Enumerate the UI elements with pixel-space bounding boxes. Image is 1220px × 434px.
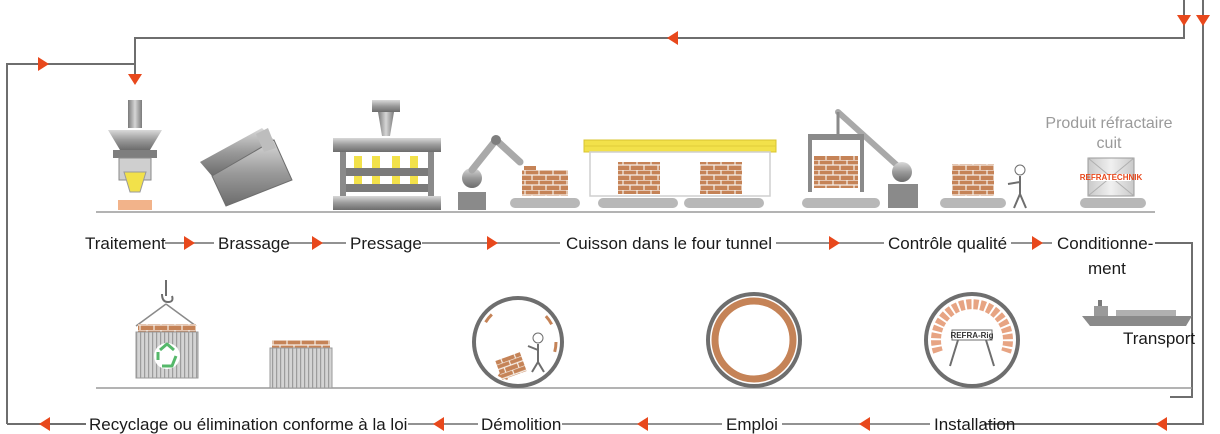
right-vertical-line [984, 0, 1204, 425]
inspector-icon [940, 164, 1027, 209]
gantry-crane-icon [802, 109, 918, 208]
label-demolition: Démolition [481, 415, 561, 434]
feedback-line-top [134, 0, 1185, 78]
label-controle-qualite: Contrôle qualité [888, 234, 1007, 253]
label-brassage: Brassage [218, 234, 290, 253]
label-recyclage: Recyclage ou élimination conforme à la l… [89, 415, 407, 434]
emploi-ring-icon [706, 292, 802, 388]
hopper-icon [108, 100, 162, 210]
ship-icon [1082, 300, 1192, 326]
flow-arrows [38, 15, 1210, 431]
label-transport: Transport [1123, 329, 1195, 348]
recycling-crate [135, 324, 199, 379]
press-icon [333, 100, 441, 210]
packaged-box-icon: Produit réfractaire cuit REFRATECHNIK [1045, 115, 1173, 208]
box-brand-label: REFRATECHNIK [1080, 173, 1143, 182]
tunnel-kiln-icon [583, 139, 777, 208]
product-caption-line2: cuit [1097, 135, 1122, 152]
label-traitement: Traitement [85, 234, 166, 253]
demolition-ring-icon [472, 296, 564, 388]
left-vertical-line [6, 63, 135, 424]
robot-arm-icon [458, 134, 580, 210]
label-conditionnement-1: Conditionne- [1057, 234, 1153, 253]
product-caption-line1: Produit réfractaire [1045, 115, 1172, 132]
label-installation: Installation [934, 415, 1015, 434]
crane-hook-icon [135, 280, 197, 327]
label-pressage: Pressage [350, 234, 422, 253]
label-emploi: Emploi [726, 415, 778, 434]
packaging-to-installation-line [1155, 242, 1193, 398]
installation-ring-icon: REFRA-Rig [924, 292, 1020, 388]
label-conditionnement-2: ment [1088, 259, 1126, 278]
disposal-crate [269, 340, 333, 389]
label-cuisson: Cuisson dans le four tunnel [566, 234, 772, 253]
recycle-icon [154, 342, 180, 369]
mixer-icon [200, 128, 293, 207]
refra-rig-label: REFRA-Rig [950, 331, 993, 340]
